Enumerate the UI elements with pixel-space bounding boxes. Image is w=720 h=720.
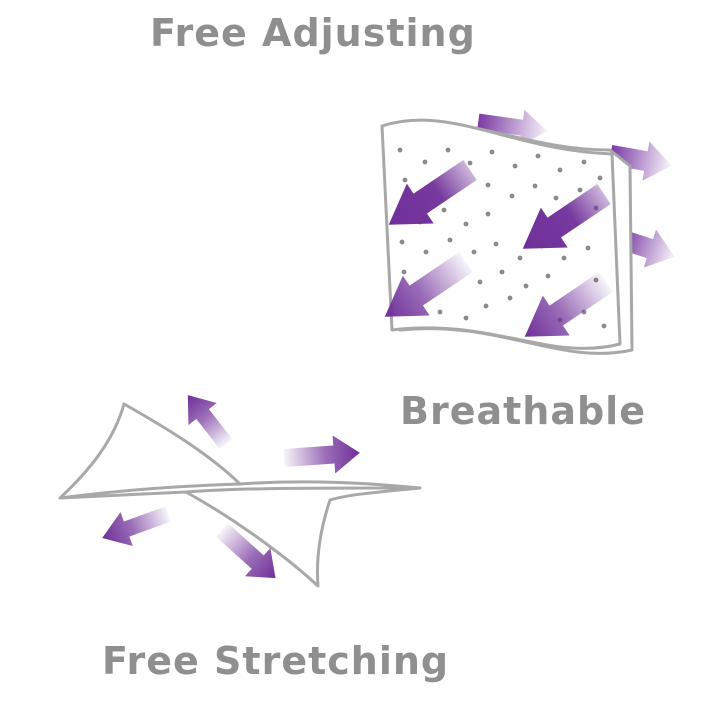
stretching-shape — [58, 395, 422, 588]
breathable-label: Breathable — [400, 389, 646, 433]
air-arrow-lower-left — [384, 252, 473, 317]
free-adjusting-label: Free Adjusting — [150, 11, 476, 55]
stretch-arrow-right — [283, 435, 360, 474]
free-stretching-label: Free Stretching — [102, 639, 450, 683]
air-arrow-upper-right — [522, 184, 611, 249]
stretch-arrow-left — [102, 506, 171, 546]
air-arrow-upper-left — [388, 160, 477, 225]
stretch-arrow-down-right — [215, 523, 276, 579]
breathable-fabric-panel — [380, 109, 675, 355]
behind-arrow-right-upper — [608, 141, 672, 181]
air-arrow-lower-right — [524, 272, 613, 337]
behind-arrow-top — [477, 109, 548, 146]
stretch-arrow-up-left — [187, 395, 233, 449]
behind-arrow-right-lower — [618, 229, 675, 268]
